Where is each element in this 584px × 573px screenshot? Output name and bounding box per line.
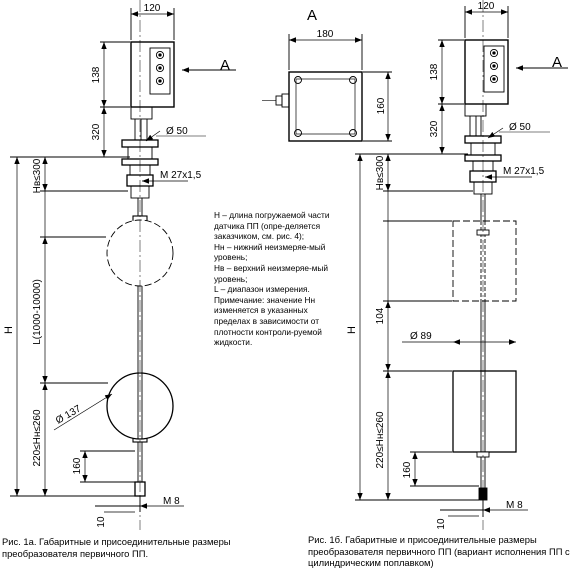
housing-right — [464, 39, 509, 105]
caption-left: Рис. 1а. Габаритные и присоединительные … — [2, 536, 231, 559]
dim-180-top: 180 — [317, 29, 334, 40]
view-a-title: A — [307, 7, 317, 24]
dim-160-right: 160 — [402, 461, 413, 478]
dim-120-right: 120 — [478, 1, 495, 12]
dim-320-left: 320 — [91, 123, 102, 140]
dim-d137: Ø 137 — [54, 403, 83, 426]
figure-left — [10, 0, 175, 530]
dim-hv-right: Hв≤300 — [375, 155, 386, 190]
dim-160-top: 160 — [376, 97, 387, 114]
view-a-label-left: A — [220, 57, 230, 74]
dim-l-range-left: L(1000-10000) — [32, 279, 43, 345]
dim-138-right: 138 — [429, 63, 440, 80]
dim-d50-right: Ø 50 — [509, 122, 531, 133]
dim-10-right: 10 — [436, 518, 447, 530]
dim-d89: Ø 89 — [410, 331, 432, 342]
dim-10-left: 10 — [96, 516, 107, 528]
dim-hv-left: Hв≤300 — [32, 158, 43, 193]
dim-104: 104 — [375, 307, 386, 324]
housing-left — [130, 41, 175, 108]
dim-hn-right: 220≤Hн≤260 — [375, 411, 386, 469]
legend-notes: Н – длина погружаемой части датчика ПП (… — [214, 210, 346, 348]
figure-right — [355, 0, 517, 530]
figure-top-view — [262, 34, 392, 142]
note-l: L – диапазон измерения. — [214, 284, 310, 295]
float-lower-right — [452, 370, 517, 453]
dim-hn-left: 220≤Hн≤260 — [32, 409, 43, 467]
dim-138-left: 138 — [91, 66, 102, 83]
note-hn: Нн – нижний неизмеряе-мый уровень; — [214, 241, 326, 263]
dim-m8-left: M 8 — [163, 496, 180, 507]
dim-h-left: H — [3, 326, 15, 334]
dim-h-right: H — [346, 326, 358, 334]
dim-d50-left: Ø 50 — [166, 126, 188, 137]
dim-120-left: 120 — [144, 3, 161, 14]
dim-160-left: 160 — [72, 457, 83, 474]
dim-m27-right: M 27x1,5 — [503, 166, 545, 177]
caption-right: Рис. 1б. Габаритные и присоединительные … — [308, 534, 570, 569]
view-a-label-right: A — [552, 54, 562, 71]
note-remark: Примечание: значение Нн изменяется в ука… — [214, 294, 322, 348]
dim-320-right: 320 — [429, 120, 440, 137]
terminal-block-left — [149, 47, 171, 95]
note-hv: Нв – верхний неизмеряе-мый уровень; — [214, 262, 329, 284]
dim-m8-right: M 8 — [506, 500, 523, 511]
note-h: Н – длина погружаемой части датчика ПП (… — [214, 210, 330, 242]
dim-m27-left: M 27x1,5 — [160, 170, 202, 181]
